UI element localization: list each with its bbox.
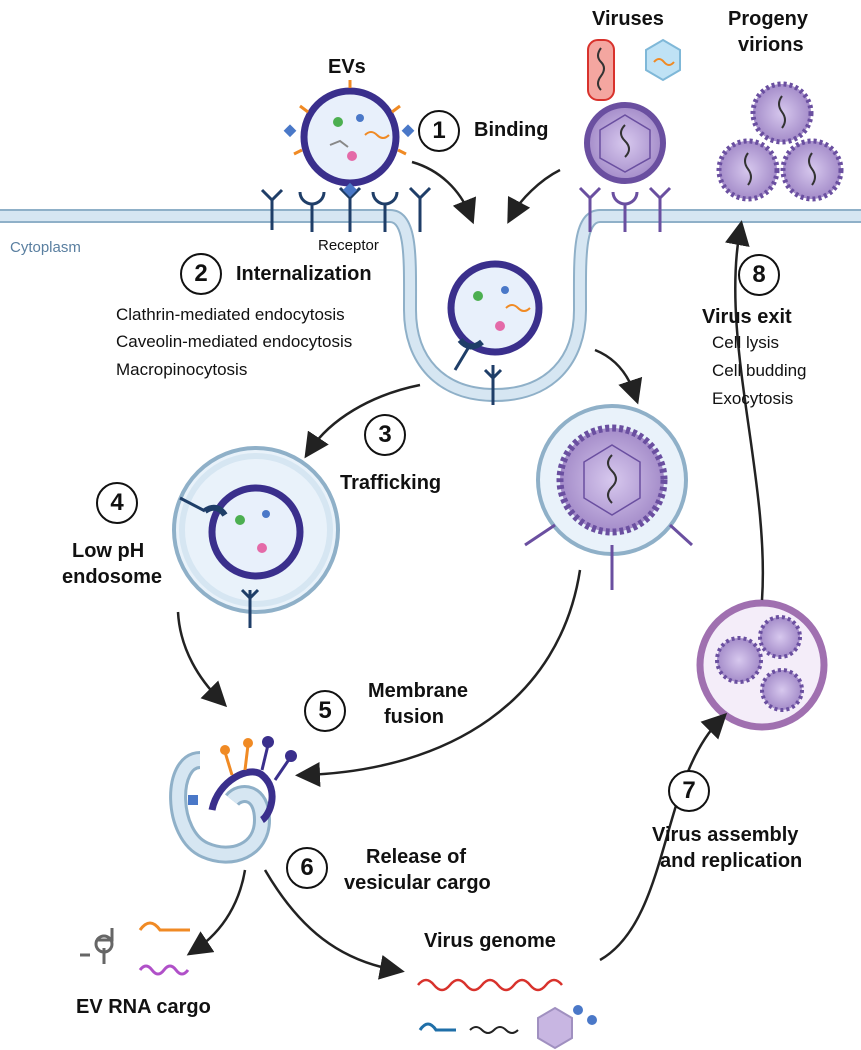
ev-rna-icons <box>80 921 190 976</box>
label-cytoplasm: Cytoplasm <box>10 239 81 256</box>
step-2-detail-2: Caveolin-mediated endocytosis <box>116 332 353 351</box>
step-5-title-line-1: Membrane <box>368 680 469 702</box>
step-1-number: 1 <box>418 110 460 152</box>
step-7-title-line-1: Virus assembly <box>652 824 799 846</box>
endosome-ev <box>172 446 340 628</box>
step-8-detail-3: Exocytosis <box>712 389 794 408</box>
virion-top <box>584 102 666 184</box>
label-viruses: Viruses <box>592 8 664 30</box>
step-5-number: 5 <box>304 690 346 732</box>
step-6-number: 6 <box>286 847 328 889</box>
assembly-vesicle <box>696 599 828 731</box>
label-virions: virions <box>738 34 804 56</box>
step-2-title: Internalization <box>236 263 372 285</box>
label-progeny: Progeny <box>728 8 809 30</box>
step-4-number: 4 <box>96 482 138 524</box>
ev-internalizing <box>447 260 543 405</box>
membrane-receptors <box>260 186 672 232</box>
step-4-title-line-1: Low pH <box>72 540 145 562</box>
step-3-number: 3 <box>364 414 406 456</box>
process-arrows <box>176 160 765 980</box>
step-6-title-line-2: vesicular cargo <box>344 872 491 894</box>
virus-genome-icons <box>417 978 597 1050</box>
plasma-membrane <box>0 209 861 403</box>
step-5-title-line-2: fusion <box>384 706 444 728</box>
label-ev-rna-cargo: EV RNA cargo <box>76 996 211 1018</box>
label-virus-genome: Virus genome <box>424 930 556 952</box>
label-receptor: Receptor <box>318 237 379 254</box>
step-7-title-line-2: and replication <box>660 850 803 872</box>
membrane-fusion <box>169 736 297 864</box>
step-6-title-line-1: Release of <box>366 846 467 868</box>
virus-icons <box>587 38 681 101</box>
step-1-title: Binding <box>474 119 549 141</box>
step-2-number: 2 <box>180 253 222 295</box>
endosome-virus <box>524 404 694 590</box>
progeny-virions <box>716 81 844 202</box>
step-2-detail-3: Macropinocytosis <box>116 360 248 379</box>
step-8-detail-1: Cell lysis <box>712 333 780 352</box>
label-evs: EVs <box>328 56 366 78</box>
step-8-number: 8 <box>738 254 780 296</box>
step-2-detail-1: Clathrin-mediated endocytosis <box>116 305 345 324</box>
step-4-title-line-2: endosome <box>62 566 163 588</box>
step-3-title: Trafficking <box>340 472 442 494</box>
step-7-number: 7 <box>668 770 710 812</box>
ev-particle <box>283 80 415 198</box>
step-8-title: Virus exit <box>702 306 792 328</box>
step-8-detail-2: Cell budding <box>712 361 807 380</box>
